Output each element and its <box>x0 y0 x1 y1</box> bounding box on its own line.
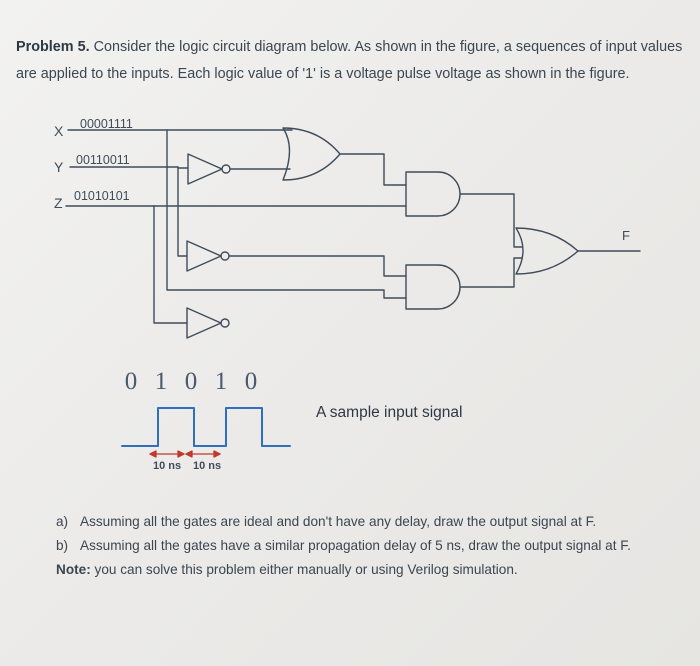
sample-bit: 1 <box>214 368 228 395</box>
not-gate-y-top <box>187 153 231 185</box>
not-gate-z <box>186 307 230 339</box>
question-label: b) <box>56 538 69 553</box>
sample-bit: 1 <box>154 368 168 395</box>
problem-statement: Problem 5. Consider the logic circuit di… <box>16 34 692 88</box>
question-text: Assuming all the gates have a similar pr… <box>80 538 631 553</box>
note-lead: Note: <box>56 562 91 577</box>
question-label: a) <box>56 514 69 529</box>
note-text: you can solve this problem either manual… <box>94 562 518 577</box>
question-list: a) Assuming all the gates are ideal and … <box>56 510 676 582</box>
input-y-sequence: 00110011 <box>76 153 130 167</box>
duration-arrows <box>149 450 221 458</box>
duration-label-2: 10 ns <box>193 460 221 472</box>
question-item: a) Assuming all the gates are ideal and … <box>56 510 676 534</box>
output-f-label: F <box>622 228 630 243</box>
duration-label-1: 10 ns <box>153 460 181 472</box>
question-item: b) Assuming all the gates have a similar… <box>56 534 676 558</box>
or-gate-1 <box>282 127 341 181</box>
question-text: Assuming all the gates are ideal and don… <box>80 514 597 529</box>
sample-bit: 0 <box>184 368 198 395</box>
problem-text: Consider the logic circuit diagram below… <box>16 39 683 82</box>
and-gate-1 <box>405 171 461 217</box>
note: Note: you can solve this problem either … <box>56 558 676 582</box>
input-y-label: Y <box>54 159 64 175</box>
wire-and1-out <box>459 193 523 248</box>
sample-bit: 0 <box>124 368 138 395</box>
or-gate-final <box>515 227 579 275</box>
sample-signal-label: A sample input signal <box>316 404 463 421</box>
and-gate-2 <box>405 264 461 310</box>
input-z-label: Z <box>54 195 63 211</box>
input-x-label: X <box>54 123 64 139</box>
wire-z <box>65 205 407 324</box>
sample-waveform <box>121 407 291 447</box>
wire-y <box>69 166 189 257</box>
not-gate-y-bottom <box>186 240 230 272</box>
wire-ny-to-and2 <box>228 255 407 277</box>
problem-number: Problem 5. <box>16 39 90 55</box>
wire-and2-out <box>459 257 523 288</box>
input-z-sequence: 01010101 <box>74 189 130 203</box>
sample-bit: 0 <box>244 368 258 395</box>
wire-or1-out <box>339 153 407 186</box>
input-x-sequence: 00001111 <box>80 117 133 131</box>
wire-x <box>67 129 407 299</box>
